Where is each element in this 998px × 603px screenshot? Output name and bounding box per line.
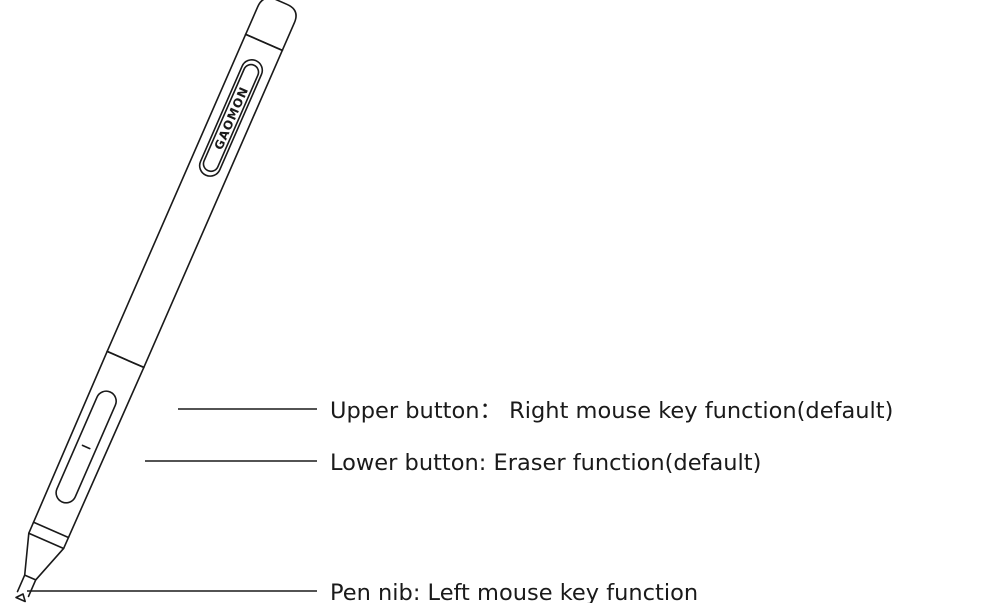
callout-pen-nib-text: Pen nib: Left mouse key function xyxy=(330,580,698,603)
callout-upper-button: Upper button： Right mouse key function(d… xyxy=(178,398,893,424)
upper-button[interactable] xyxy=(81,444,91,450)
cap-seam xyxy=(244,33,284,52)
logo-badge-inner xyxy=(202,63,260,173)
callout-lower-button: Lower button: Eraser function(default) xyxy=(145,450,761,476)
logo-badge xyxy=(198,58,264,177)
grip-ring xyxy=(32,521,70,539)
callout-upper-button-text: Upper button： Right mouse key function(d… xyxy=(330,398,893,424)
pen-tip-point xyxy=(15,593,26,603)
stylus-pen: GAOMON xyxy=(15,0,297,603)
side-button-rocker[interactable] xyxy=(53,388,119,506)
pen-nib xyxy=(16,574,37,598)
pen-cone xyxy=(23,532,65,581)
pen-barrel xyxy=(106,33,284,369)
pen-end-cap xyxy=(244,0,297,52)
callout-pen-nib: Pen nib: Left mouse key function xyxy=(27,580,698,603)
pen-grip-section xyxy=(28,350,145,550)
callout-lower-button-text: Lower button: Eraser function(default) xyxy=(330,450,761,476)
grip-seam xyxy=(106,350,145,369)
